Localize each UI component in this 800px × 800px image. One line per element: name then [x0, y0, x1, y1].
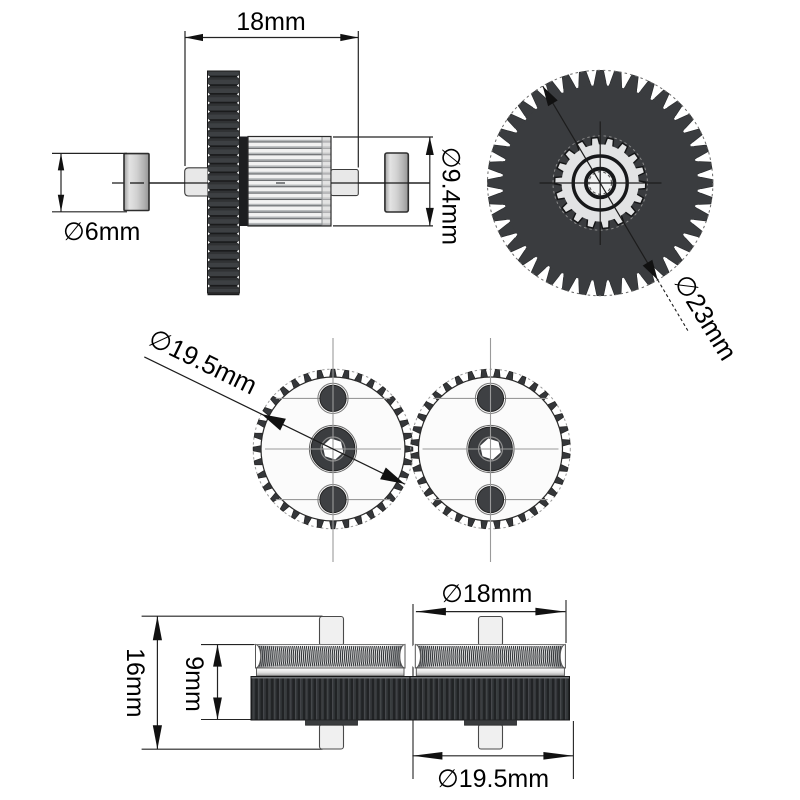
svg-text:∅18mm: ∅18mm: [441, 580, 532, 608]
svg-text:∅6mm: ∅6mm: [63, 218, 140, 246]
svg-text:16mm: 16mm: [121, 648, 149, 717]
svg-text:∅9.4mm: ∅9.4mm: [437, 147, 465, 245]
svg-text:18mm: 18mm: [236, 8, 305, 36]
svg-text:9mm: 9mm: [180, 656, 208, 712]
svg-text:∅19.5mm: ∅19.5mm: [437, 765, 549, 793]
